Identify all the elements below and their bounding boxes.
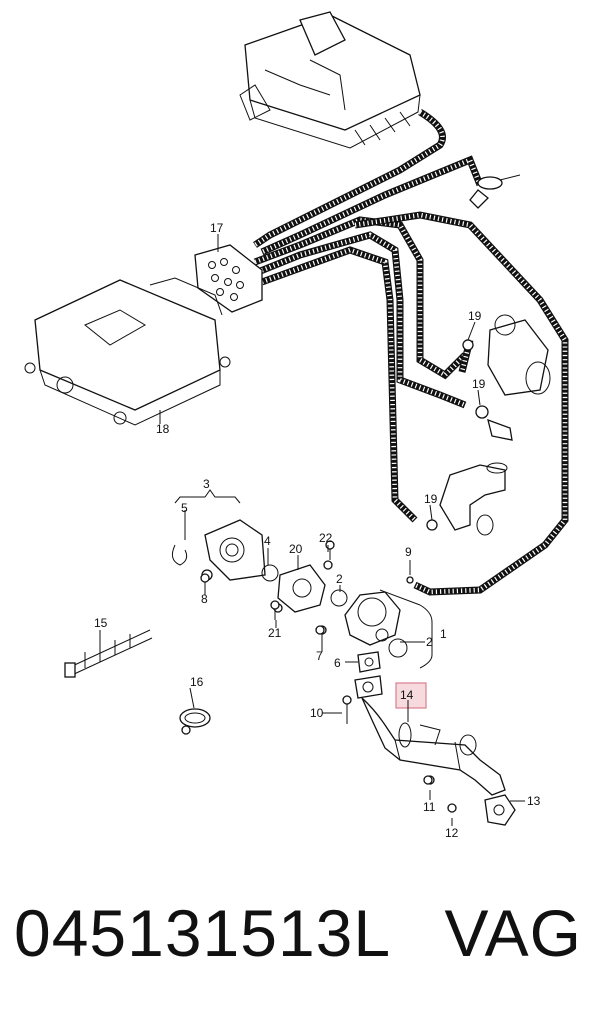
callout-2a: 2 bbox=[336, 572, 343, 586]
solenoid-valve-top bbox=[469, 174, 521, 209]
parts-diagram: 17 18 19 19 19 3 5 8 4 20 22 2 9 21 7 6 … bbox=[24, 11, 569, 840]
flange-20 bbox=[261, 560, 348, 613]
leader-lines bbox=[99, 234, 525, 826]
gaskets bbox=[354, 651, 383, 699]
vacuum-hoses bbox=[253, 108, 569, 596]
part-number: 045131513L bbox=[14, 896, 392, 970]
callout-4: 4 bbox=[264, 534, 271, 548]
egr-cooler-pipe bbox=[361, 682, 516, 826]
callout-17: 17 bbox=[210, 221, 224, 235]
callout-19b: 19 bbox=[472, 377, 486, 391]
callout-22: 22 bbox=[319, 531, 333, 545]
highlight-box bbox=[395, 682, 427, 709]
cable-tie-15 bbox=[64, 629, 153, 678]
callout-11: 11 bbox=[423, 800, 436, 814]
caption: 045131513L VAG bbox=[0, 895, 600, 985]
callout-19a: 19 bbox=[468, 309, 482, 323]
control-unit bbox=[24, 277, 231, 426]
callout-15: 15 bbox=[94, 616, 108, 630]
callout-18: 18 bbox=[156, 422, 170, 436]
callout-2b: 2 bbox=[426, 635, 433, 649]
callout-21: 21 bbox=[268, 626, 282, 640]
hose-clamp-16 bbox=[179, 708, 211, 735]
callout-5: 5 bbox=[181, 501, 188, 515]
callout-3: 3 bbox=[203, 477, 210, 491]
callout-19c: 19 bbox=[424, 492, 438, 506]
intake-pipe-elbow bbox=[426, 462, 508, 536]
callout-10: 10 bbox=[310, 706, 324, 720]
callout-1: 1 bbox=[440, 627, 447, 641]
valve-19-middle bbox=[475, 405, 513, 441]
callout-9: 9 bbox=[405, 545, 412, 559]
callout-20: 20 bbox=[289, 542, 303, 556]
callout-6: 6 bbox=[334, 656, 341, 670]
callout-7: 7 bbox=[316, 649, 323, 663]
callout-12: 12 bbox=[445, 826, 459, 840]
connector-block bbox=[194, 237, 263, 313]
air-filter-housing bbox=[239, 11, 421, 149]
callout-16: 16 bbox=[190, 675, 204, 689]
valve-19-upper bbox=[462, 314, 551, 396]
callout-13: 13 bbox=[527, 794, 541, 808]
callouts: 17 18 19 19 19 3 5 8 4 20 22 2 9 21 7 6 … bbox=[94, 221, 541, 840]
callout-14: 14 bbox=[400, 688, 414, 702]
callout-8: 8 bbox=[201, 592, 208, 606]
egr-valve bbox=[317, 576, 421, 658]
brand-label: VAG bbox=[444, 896, 582, 970]
